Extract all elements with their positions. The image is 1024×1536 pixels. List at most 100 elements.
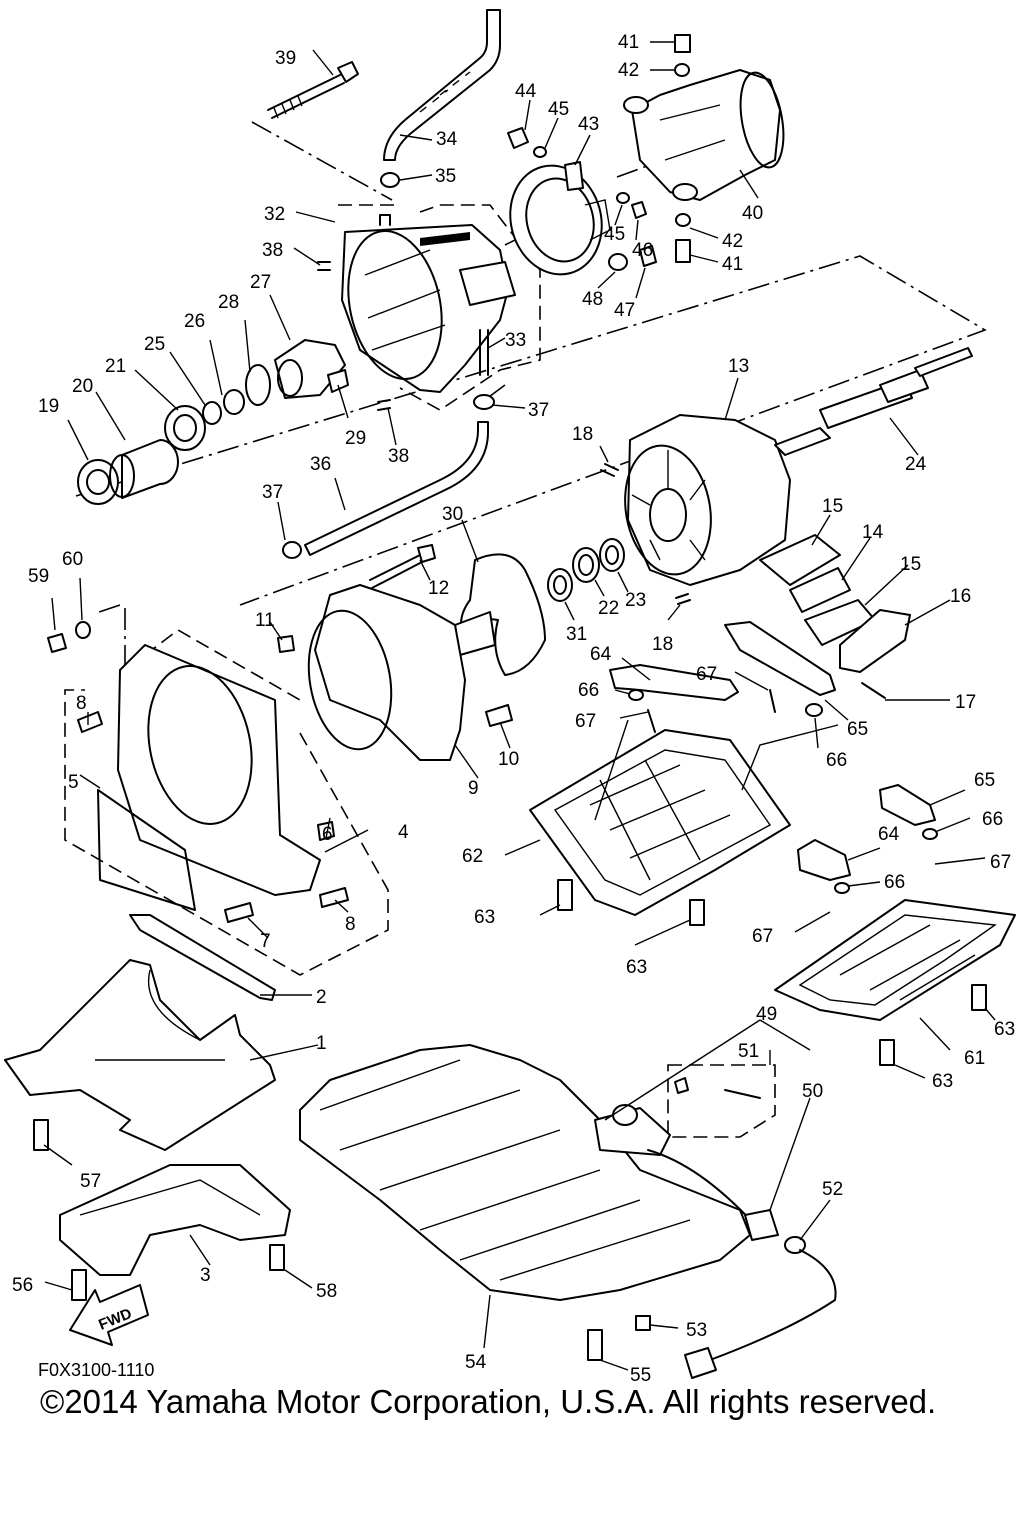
callout-37: 37 xyxy=(262,482,283,503)
cover-plate-parts xyxy=(759,534,911,699)
callout-38: 38 xyxy=(388,446,409,467)
bracket-1 xyxy=(4,959,276,1151)
callout-67: 67 xyxy=(752,926,773,947)
callout-24: 24 xyxy=(905,454,927,475)
callout-62: 62 xyxy=(462,846,483,867)
callout-38: 38 xyxy=(262,240,283,261)
callout-27: 27 xyxy=(250,272,271,293)
callout-23: 23 xyxy=(625,590,646,611)
callout-32: 32 xyxy=(264,204,285,225)
callout-60: 60 xyxy=(62,549,83,570)
callout-47: 47 xyxy=(614,300,635,321)
callout-28: 28 xyxy=(218,292,239,313)
callout-40: 40 xyxy=(742,203,763,224)
callout-49: 49 xyxy=(756,1004,777,1025)
bracket-3 xyxy=(59,1164,291,1276)
bearing-stack xyxy=(77,339,346,505)
callout-15: 15 xyxy=(900,554,921,575)
callout-10: 10 xyxy=(498,749,519,770)
callout-44: 44 xyxy=(515,81,537,102)
callout-11: 11 xyxy=(255,610,275,631)
callout-36: 36 xyxy=(310,454,331,475)
callout-54: 54 xyxy=(465,1352,487,1373)
housing-32 xyxy=(341,214,516,393)
callout-46: 46 xyxy=(632,240,653,261)
callout-8: 8 xyxy=(76,693,87,714)
callout-42: 42 xyxy=(618,60,639,81)
impeller-housing-13 xyxy=(624,414,791,586)
callout-31: 31 xyxy=(566,624,587,645)
deflector-40 xyxy=(623,69,785,201)
duct-plate-4 xyxy=(97,644,321,911)
callout-16: 16 xyxy=(950,586,971,607)
callout-48: 48 xyxy=(582,289,603,310)
clamp-35 xyxy=(380,172,400,188)
bolt-39 xyxy=(267,61,359,119)
group-box-32 xyxy=(338,204,541,411)
sensor-assembly xyxy=(594,1064,837,1379)
leader-lines xyxy=(43,41,996,1371)
callout-7: 7 xyxy=(260,931,271,952)
callout-66: 66 xyxy=(826,750,847,771)
diagram-code: F0X3100-1110 xyxy=(38,1360,155,1380)
impeller-30 xyxy=(454,553,546,676)
callout-42: 42 xyxy=(722,231,743,252)
forward-arrow: FWD xyxy=(69,1284,149,1346)
callout-30: 30 xyxy=(442,504,463,525)
seal-rings xyxy=(547,538,625,602)
callout-43: 43 xyxy=(578,114,599,135)
callout-64: 64 xyxy=(590,644,612,665)
callout-66: 66 xyxy=(982,809,1003,830)
callout-35: 35 xyxy=(435,166,456,187)
group-box-4 xyxy=(64,629,389,976)
callout-64: 64 xyxy=(878,824,900,845)
lower-brackets xyxy=(797,784,938,894)
callout-1: 1 xyxy=(316,1033,327,1054)
callout-53: 53 xyxy=(686,1320,707,1341)
callout-13: 13 xyxy=(728,356,749,377)
callout-50: 50 xyxy=(802,1081,823,1102)
callout-5: 5 xyxy=(68,772,79,793)
upper-brackets xyxy=(609,621,836,733)
callout-22: 22 xyxy=(598,598,619,619)
bracket-bolts xyxy=(33,1119,285,1301)
plate-61 xyxy=(774,899,1016,1021)
callout-39: 39 xyxy=(275,48,296,69)
callout-41: 41 xyxy=(618,32,639,53)
callout-66: 66 xyxy=(884,872,905,893)
plate-bolts-63 xyxy=(557,879,987,1066)
duct-hardware xyxy=(47,621,349,923)
callout-67: 67 xyxy=(990,852,1011,873)
callout-41: 41 xyxy=(722,254,743,275)
callout-59: 59 xyxy=(28,566,49,587)
callout-63: 63 xyxy=(626,957,647,978)
callout-21: 21 xyxy=(105,356,126,377)
shaft-24 xyxy=(774,347,973,456)
callout-57: 57 xyxy=(80,1171,101,1192)
callout-18: 18 xyxy=(572,424,593,445)
callout-33: 33 xyxy=(505,330,526,351)
deflector-bolts xyxy=(674,34,691,263)
callout-2: 2 xyxy=(316,987,327,1008)
callout-67: 67 xyxy=(696,664,717,685)
ride-plate-screws xyxy=(587,1315,651,1361)
nozzle-43 xyxy=(509,161,611,276)
callout-63: 63 xyxy=(932,1071,953,1092)
callout-18: 18 xyxy=(652,634,673,655)
callout-61: 61 xyxy=(964,1048,985,1069)
callout-26: 26 xyxy=(184,311,205,332)
callout-45: 45 xyxy=(604,224,625,245)
pins-and-bolt-29 xyxy=(317,261,391,411)
callout-6: 6 xyxy=(322,824,333,845)
callout-45: 45 xyxy=(548,99,569,120)
callout-65: 65 xyxy=(974,770,995,791)
callout-9: 9 xyxy=(468,778,479,799)
hose-34 xyxy=(383,9,501,161)
callout-55: 55 xyxy=(630,1365,651,1386)
callout-25: 25 xyxy=(144,334,165,355)
callout-17: 17 xyxy=(955,692,976,713)
callout-37: 37 xyxy=(528,400,549,421)
callout-8: 8 xyxy=(345,914,356,935)
strip-2 xyxy=(129,914,276,1001)
